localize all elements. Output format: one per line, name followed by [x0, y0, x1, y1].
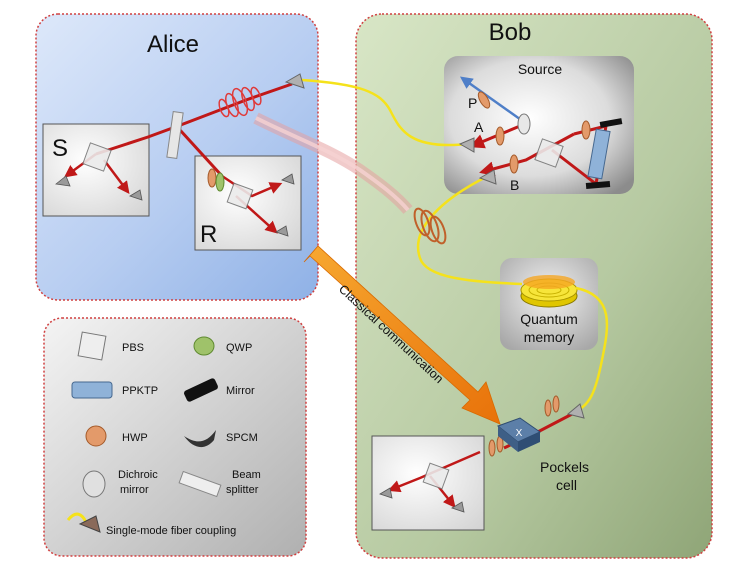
legend-dichroic: Dichroic mirror: [82, 469, 158, 498]
legend-mirror: Mirror: [184, 378, 255, 402]
legend-fiber-label: Single-mode fiber coupling: [106, 525, 236, 537]
legend-mirror-label: Mirror: [226, 385, 255, 397]
r-label: R: [200, 221, 217, 248]
source-title: Source: [518, 61, 563, 77]
fiber-lines: [301, 78, 609, 414]
dichroic-icon: [82, 470, 106, 498]
spcm-detectors: [55, 173, 465, 513]
legend-hwp-label: HWP: [122, 432, 148, 444]
source-box: Source: [444, 56, 634, 194]
beam-splitter-alice: [166, 110, 184, 160]
spcm-icon: [184, 430, 216, 448]
memory-label-line2: memory: [524, 329, 575, 345]
pockels-x-icon: X: [516, 428, 523, 439]
legend-pbs-label: PBS: [122, 342, 144, 354]
fiber-coupler-legend-icon: [78, 515, 101, 533]
qwp-icon: [193, 336, 215, 356]
quantum-channel-band: [253, 112, 413, 214]
fiber-coupling-icon: [66, 512, 88, 523]
hwp-icon: [85, 425, 107, 447]
quantum-memory-box: Quantum memory: [500, 258, 598, 350]
photon-wavepacket-alice: [218, 86, 262, 118]
pbs-icon: [77, 331, 107, 361]
legend-panel: [43, 317, 307, 557]
legend-dichroic-label-line2: mirror: [120, 484, 149, 496]
fiber-coupler-icons: [284, 73, 585, 419]
legend-hwp: HWP: [85, 425, 148, 447]
legend-dichroic-label-line1: Dichroic: [118, 469, 158, 481]
fiber-spool-icon: [520, 275, 578, 308]
fiber-memory-to-pockels: [571, 286, 609, 414]
pockels-label-line1: Pockels: [540, 459, 589, 475]
mirror-icon: [184, 378, 218, 402]
mirror-components: [585, 118, 623, 190]
b-label: B: [510, 177, 519, 193]
dichroic-mirror-source: [517, 113, 531, 135]
ppktp-icon: [71, 381, 113, 399]
legend-beam-splitter-label-line2: splitter: [226, 484, 259, 496]
legend-spcm: SPCM: [184, 430, 258, 448]
fiber-coupler-source-b: [478, 169, 497, 185]
a-label: A: [474, 119, 484, 135]
legend-beam-splitter: Beam splitter: [178, 469, 261, 498]
fiber-coupler-alice: [284, 73, 305, 89]
alice-title: Alice: [147, 31, 199, 58]
pockels-cell: X Pockels cell: [496, 417, 589, 493]
blue-pump-beam: [459, 76, 525, 124]
legend-spcm-label: SPCM: [226, 432, 258, 444]
legend-ppktp-label: PPKTP: [122, 385, 158, 397]
legend-qwp-label: QWP: [226, 342, 252, 354]
fiber-source-to-memory: [416, 174, 523, 286]
qwp-components: [215, 172, 225, 192]
p-label: P: [468, 95, 477, 111]
s-label: S: [52, 135, 68, 162]
legend-items: PBS QWP PPKTP Mirror HWP SPCM Di: [66, 331, 261, 537]
bob-title: Bob: [489, 19, 532, 46]
fiber-coupler-pockels: [566, 403, 585, 419]
fiber-coupler-source-a: [458, 137, 475, 153]
legend-beam-splitter-label-line1: Beam: [232, 469, 261, 481]
memory-label-line1: Quantum: [520, 311, 578, 327]
legend-fiber: Single-mode fiber coupling: [66, 512, 236, 537]
legend-qwp: QWP: [193, 336, 252, 356]
photon-wavepacket-bob: [413, 207, 447, 245]
legend-pbs: PBS: [77, 331, 144, 361]
ppktp-crystal: [587, 128, 611, 180]
s-measurement-box: S: [42, 123, 150, 217]
hwp-components: [207, 91, 591, 457]
pockels-label-line2: cell: [556, 477, 577, 493]
pbs-components: [82, 138, 564, 490]
beam-splitter-icon: [178, 470, 222, 498]
legend-ppktp: PPKTP: [71, 381, 158, 399]
fiber-alice-to-source: [301, 78, 469, 147]
